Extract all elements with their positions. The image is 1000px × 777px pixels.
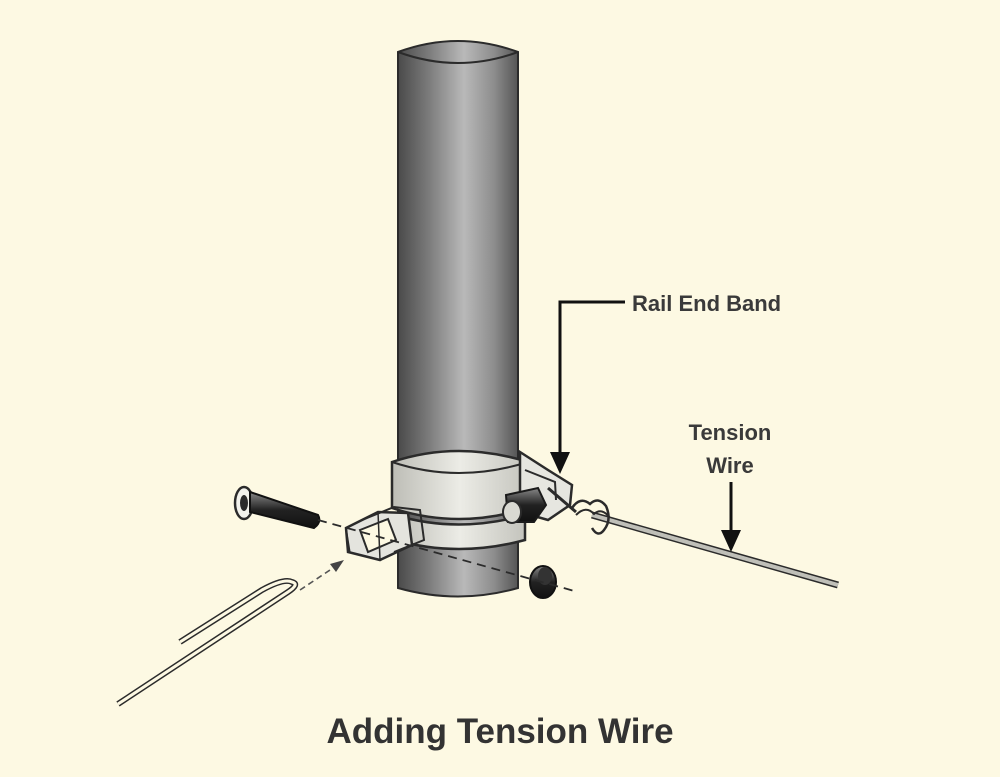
rail-end-band-callout bbox=[550, 300, 625, 474]
insertion-arrow bbox=[299, 560, 344, 591]
hog-ring-wire bbox=[116, 578, 299, 707]
rail-end-band bbox=[390, 449, 574, 551]
tension-wire bbox=[547, 486, 839, 589]
tension-wire-label-line1: Tension bbox=[688, 420, 772, 445]
carriage-bolt-head bbox=[502, 486, 548, 524]
tension-wire-label-line2: Wire bbox=[706, 453, 754, 478]
diagram-title: Adding Tension Wire bbox=[326, 712, 674, 751]
tension-wire-label: Tension Wire bbox=[672, 416, 788, 482]
tension-wire-callout bbox=[721, 482, 741, 552]
carriage-bolt bbox=[233, 485, 321, 530]
rail-end-band-label: Rail End Band bbox=[632, 291, 782, 316]
